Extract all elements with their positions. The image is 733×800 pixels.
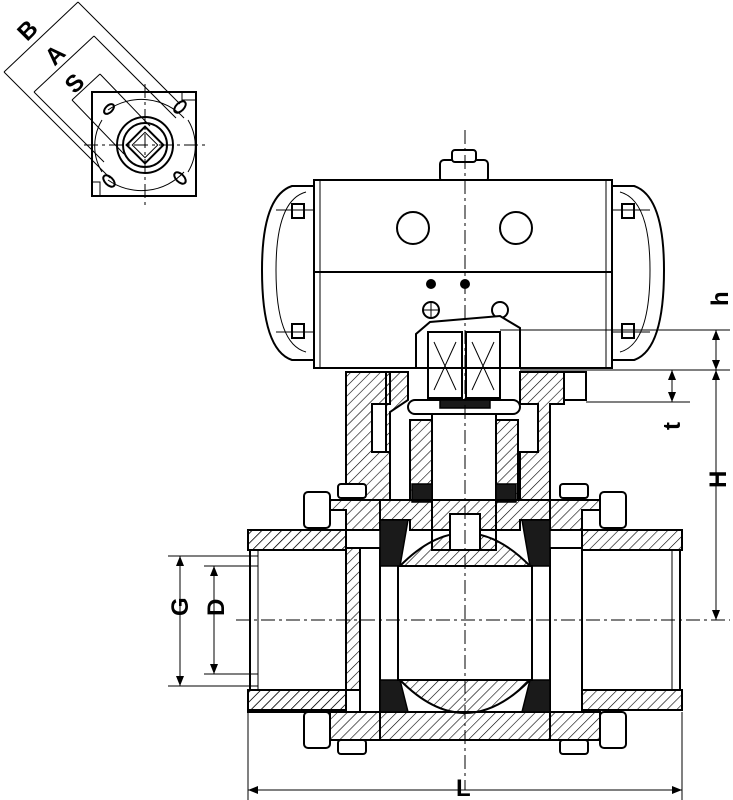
- bracket-right: [519, 371, 565, 501]
- seat-top-right: [521, 519, 551, 567]
- body-bolt-head: [337, 483, 367, 499]
- actuator-top-indicator: [439, 159, 489, 183]
- dim-label-D: D: [203, 599, 230, 616]
- dim-S-ext: [71, 99, 125, 155]
- actuator-screw: [426, 279, 436, 289]
- flange-arc: [187, 119, 196, 173]
- body-bolt: [303, 711, 331, 749]
- union-nut-left-top: [329, 499, 381, 531]
- cap-bolt: [621, 203, 635, 219]
- union-nut-right-top: [549, 499, 601, 531]
- body-bolt-head: [337, 739, 367, 755]
- cap-contour: [275, 191, 307, 353]
- center-body-bottom: [379, 711, 551, 741]
- seat-top-left: [379, 519, 409, 567]
- dim-t-arrows: [668, 370, 676, 402]
- dim-B-ext: [77, 1, 181, 105]
- right-port-wall-top: [581, 529, 683, 551]
- dim-B-ext: [3, 71, 111, 179]
- body-bolt: [303, 491, 331, 529]
- flange-corner: [181, 92, 196, 101]
- bolt-hole: [102, 174, 116, 188]
- bracket-lug: [563, 371, 587, 401]
- bolt-hole: [173, 171, 187, 185]
- bolt-hole: [103, 103, 115, 115]
- stem-square-inner: [131, 131, 159, 159]
- seat-bottom-left: [379, 679, 409, 713]
- dim-label-A: A: [40, 40, 71, 71]
- dim-A-ext: [93, 35, 177, 119]
- left-port-wall-bottom: [247, 689, 347, 711]
- dim-label-G: G: [167, 597, 194, 616]
- flange-arc: [107, 98, 185, 119]
- flange-corner: [92, 181, 101, 196]
- dim-h-arrows: [712, 330, 720, 370]
- dim-label-L: L: [456, 775, 471, 800]
- dim-A-line: [33, 35, 95, 93]
- body-insert-left: [359, 547, 381, 713]
- right-port-wall-bottom: [581, 689, 683, 711]
- actuator: [260, 149, 666, 399]
- drive-coupling-right: [465, 331, 501, 399]
- cap-bolt: [621, 323, 635, 339]
- dim-A-ext: [33, 91, 105, 163]
- seat-bottom-right: [521, 679, 551, 713]
- dim-label-h: h: [707, 291, 733, 306]
- bolt-hole: [173, 100, 187, 114]
- flange-arc: [107, 171, 185, 192]
- dim-B-line: [3, 1, 79, 73]
- body-bolt-head: [559, 739, 589, 755]
- actuator-drive-housing: [415, 314, 521, 369]
- actuator-top-nub: [451, 149, 477, 163]
- stem-square: [125, 125, 165, 165]
- cap-bolt: [291, 323, 305, 339]
- ball-bottom: [397, 679, 533, 714]
- actuator-end-cap-right: [611, 185, 666, 361]
- actuator-end-cap-left: [260, 185, 315, 361]
- body-insert-right: [549, 547, 583, 713]
- dim-label-B: B: [12, 15, 43, 46]
- actuator-port: [499, 211, 533, 245]
- body-bolt: [599, 491, 627, 529]
- dim-label-S: S: [60, 69, 90, 99]
- dim-S-ext: [99, 73, 151, 127]
- body-bolt-head: [559, 483, 589, 499]
- drive-coupling-left: [427, 331, 463, 399]
- body-bolt: [599, 711, 627, 749]
- bracket-left: [345, 371, 391, 501]
- actuator-port: [396, 211, 430, 245]
- flange-top-view: B A S: [3, 1, 206, 206]
- coupling-cross: [433, 341, 457, 391]
- dimensions: h t H G D L: [167, 291, 733, 800]
- union-nut-right-bottom: [549, 711, 601, 741]
- cap-bolt: [291, 203, 305, 219]
- coupling-cross: [471, 341, 495, 391]
- dim-label-t: t: [659, 422, 686, 430]
- left-port-wall-top: [247, 529, 347, 551]
- flange-square: [91, 91, 197, 197]
- dim-label-H: H: [705, 471, 732, 488]
- dim-S-line: [71, 73, 101, 101]
- union-nut-left-bottom: [329, 711, 381, 741]
- valve-body: [247, 483, 683, 755]
- cap-contour: [619, 191, 651, 353]
